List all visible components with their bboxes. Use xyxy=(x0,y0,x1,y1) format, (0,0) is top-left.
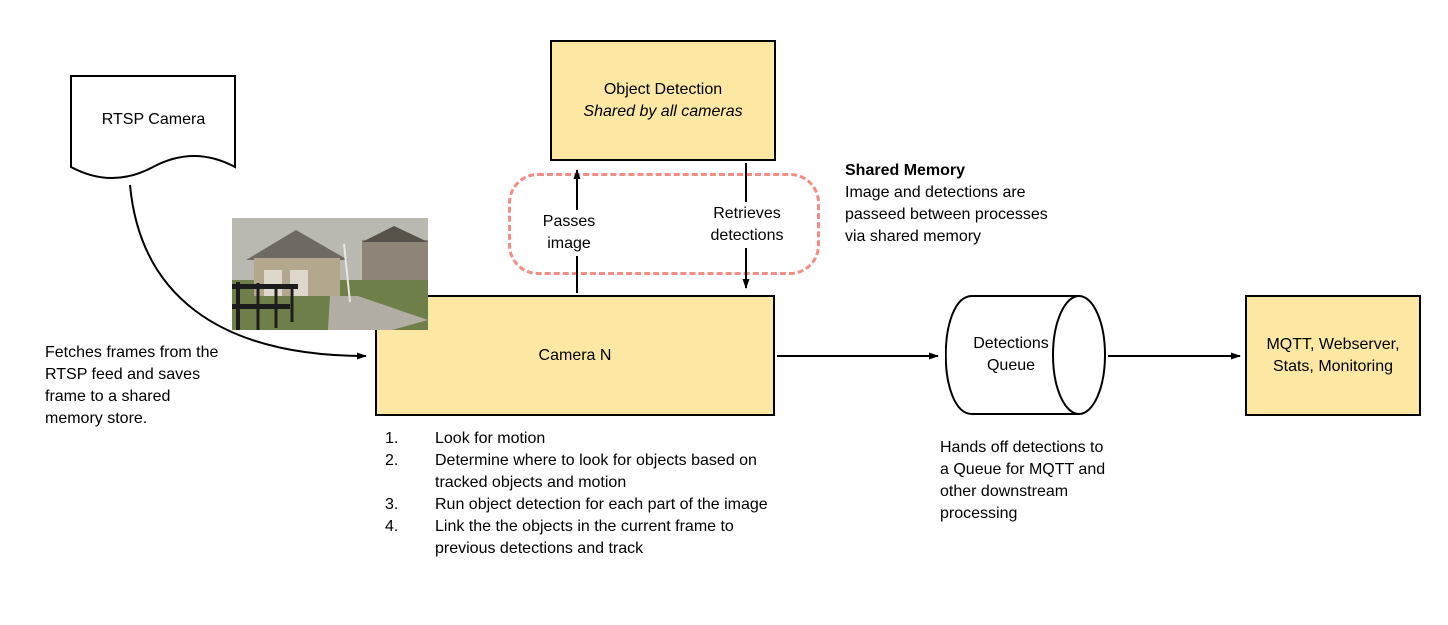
camera-n-label: Camera N xyxy=(538,346,612,364)
camera-snapshot-image xyxy=(232,218,428,330)
step-number: 1. xyxy=(385,430,399,447)
rtsp-camera-label: RTSP Camera xyxy=(101,111,206,128)
node-object-detection: Object Detection Shared by all cameras xyxy=(550,40,776,161)
camera-steps-list: 1. Look for motion 2. Determine where to… xyxy=(385,428,780,560)
step-text: Look for motion xyxy=(435,430,546,447)
queue-handoff-note: Hands off detections to a Queue for MQTT… xyxy=(940,439,1106,522)
detections-queue-label: Detections Queue xyxy=(973,335,1049,374)
node-rtsp-camera: RTSP Camera xyxy=(70,75,237,195)
node-detections-queue: Detections Queue xyxy=(944,294,1107,416)
list-item: 3. Run object detection for each part of… xyxy=(385,494,780,516)
list-item: 4. Link the the objects in the current f… xyxy=(385,516,780,560)
step-number: 3. xyxy=(385,496,399,513)
list-item: 1. Look for motion xyxy=(385,428,780,450)
edge-label-retrieves-detections: Retrieves detections xyxy=(700,202,794,248)
edge-label-passes-image: Passes image xyxy=(530,210,608,256)
backyard-photo-illustration xyxy=(232,218,428,330)
shared-memory-note-body: Image and detections are passeed between… xyxy=(845,184,1048,245)
step-text: Run object detection for each part of th… xyxy=(435,496,768,513)
step-text: Determine where to look for objects base… xyxy=(435,452,757,491)
list-item: 2. Determine where to look for objects b… xyxy=(385,450,780,494)
shared-memory-note-title: Shared Memory xyxy=(845,162,966,179)
step-number: 4. xyxy=(385,518,399,535)
node-camera-n: Camera N xyxy=(375,295,775,416)
object-detection-subtitle: Shared by all cameras xyxy=(583,102,743,120)
fetch-frames-note: Fetches frames from the RTSP feed and sa… xyxy=(45,344,219,427)
queue-cylinder-shape xyxy=(944,295,1106,415)
shared-memory-dashed-outline xyxy=(508,173,820,275)
document-shape xyxy=(70,75,236,179)
node-outputs: MQTT, Webserver, Stats, Monitoring xyxy=(1245,295,1421,416)
object-detection-title: Object Detection xyxy=(603,80,723,98)
step-number: 2. xyxy=(385,452,399,469)
shared-memory-note: Shared Memory Image and detections are p… xyxy=(845,160,1057,248)
step-text: Link the the objects in the current fram… xyxy=(435,518,734,557)
outputs-label: MQTT, Webserver, Stats, Monitoring xyxy=(1266,335,1400,375)
